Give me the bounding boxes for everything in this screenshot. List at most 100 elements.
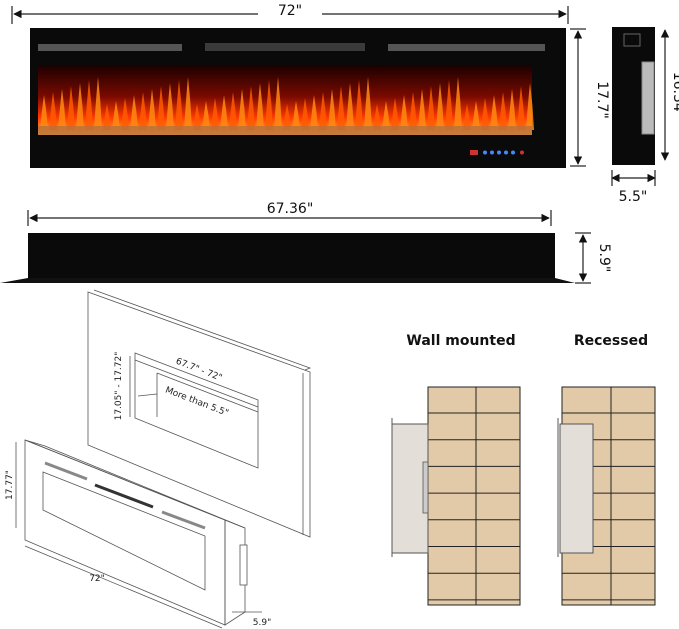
flame — [247, 86, 255, 130]
wall-mounted-fireplace — [391, 418, 429, 557]
recess-back-line — [156, 372, 259, 413]
front-view: 72" 17.7" — [11, 3, 610, 168]
mounting-recessed: Recessed — [557, 333, 656, 606]
flame — [481, 98, 489, 130]
control-button[interactable] — [511, 150, 515, 155]
recess-width-label: 67.7" - 72" — [174, 357, 223, 384]
flame — [40, 95, 48, 130]
control-button[interactable] — [490, 150, 494, 155]
top-depth-label: 5.9" — [596, 244, 612, 273]
ember-bed — [38, 126, 532, 135]
flame — [418, 89, 426, 130]
installation-diagram: 67.7" - 72" More than 5.5" 17.05" - 17.7… — [5, 289, 312, 629]
flame — [148, 89, 156, 130]
unit-depth-label: 5.9" — [253, 618, 271, 628]
mounting-wall: Wall mounted — [391, 333, 521, 606]
side-cutout — [623, 33, 641, 47]
flame — [517, 86, 525, 130]
flame — [346, 83, 354, 130]
wall-edge — [93, 289, 312, 371]
flame — [391, 98, 399, 130]
flame — [211, 98, 219, 130]
recessed-fireplace — [557, 418, 594, 557]
flame — [409, 92, 417, 130]
flame — [184, 77, 192, 130]
flame — [463, 104, 471, 130]
top-view: 67.36" 5.9" — [0, 201, 612, 284]
front-width-label: 72" — [278, 3, 302, 19]
flame — [274, 77, 282, 130]
side-height-label: 16.34" — [670, 72, 679, 119]
center-vent — [205, 43, 365, 51]
flame — [310, 95, 318, 130]
flame — [454, 77, 462, 130]
flame — [319, 92, 327, 130]
flame — [508, 89, 516, 130]
control-panel — [470, 150, 524, 155]
flame — [355, 80, 363, 130]
flame — [166, 83, 174, 130]
brick-wall — [427, 386, 521, 606]
flame — [445, 80, 453, 130]
top-width-label: 67.36" — [267, 201, 314, 217]
recess-height-label: 17.05" - 17.72" — [114, 352, 124, 421]
unit-right-vent — [161, 510, 206, 530]
flame — [373, 104, 381, 130]
control-button[interactable] — [504, 150, 508, 155]
top-flange — [0, 278, 575, 283]
flame — [76, 83, 84, 130]
flame — [328, 89, 336, 130]
flame — [229, 92, 237, 130]
side-depth-label: 5.5" — [619, 189, 648, 205]
flame — [121, 98, 129, 130]
flame — [112, 101, 120, 130]
flame — [265, 80, 273, 130]
flame — [193, 104, 201, 130]
flame — [292, 101, 300, 130]
flame — [175, 80, 183, 130]
display-icon — [470, 150, 478, 155]
flame — [256, 83, 264, 130]
flame — [301, 98, 309, 130]
wall-bracket — [422, 461, 429, 514]
flame — [364, 77, 372, 130]
flame — [499, 92, 507, 130]
control-button[interactable] — [497, 150, 501, 155]
flame — [58, 89, 66, 130]
flame — [139, 92, 147, 130]
recess-depth-label: More than 5.5" — [164, 385, 230, 418]
flame — [436, 83, 444, 130]
flame — [85, 80, 93, 130]
power-button[interactable] — [520, 150, 524, 155]
recessed-title: Recessed — [574, 333, 648, 349]
flame — [337, 86, 345, 130]
flames — [40, 77, 534, 130]
top-body — [28, 233, 555, 282]
unit-bracket — [239, 544, 248, 586]
flame — [94, 77, 102, 130]
flame — [103, 104, 111, 130]
flame — [238, 89, 246, 130]
flame — [472, 101, 480, 130]
flame — [130, 95, 138, 130]
flame — [49, 92, 57, 130]
flame — [490, 95, 498, 130]
wall-mounted-title: Wall mounted — [406, 333, 515, 349]
brick-wall-fill — [427, 386, 521, 606]
flame — [202, 101, 210, 130]
mounting-bracket — [641, 61, 655, 135]
flame — [67, 86, 75, 130]
flame — [400, 95, 408, 130]
flame — [157, 86, 165, 130]
right-vent — [388, 44, 545, 51]
unit-center-vent — [94, 483, 154, 509]
recess-depth-line — [137, 393, 158, 397]
unit-height-label: 17.77" — [5, 470, 15, 500]
control-button[interactable] — [483, 150, 487, 155]
recess-opening — [134, 352, 259, 469]
flame — [427, 86, 435, 130]
unit-top-face — [24, 439, 246, 529]
front-height-label: 17.7" — [594, 81, 610, 119]
flame — [220, 95, 228, 130]
